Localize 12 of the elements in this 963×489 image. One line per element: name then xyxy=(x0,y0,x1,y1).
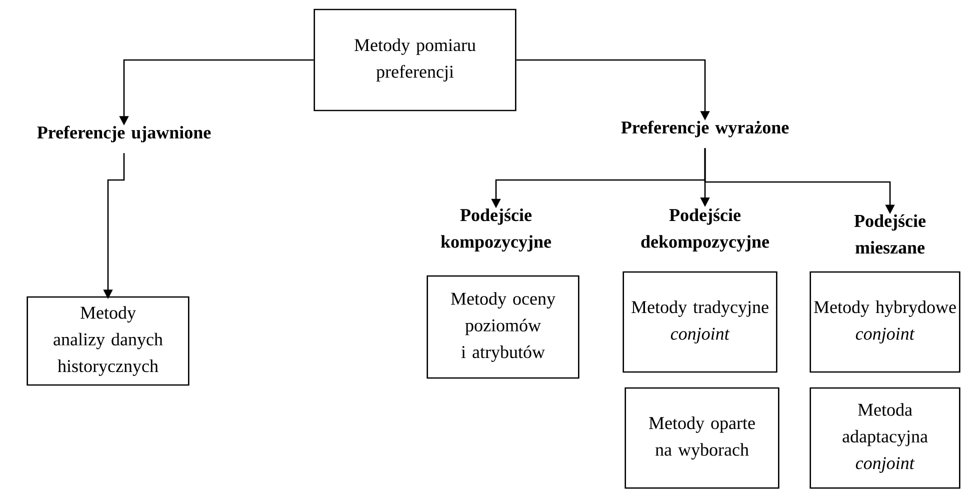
method-box: Metody oparte na wyborach xyxy=(624,387,780,489)
method-box: Metody analizy danych historycznych xyxy=(26,296,190,386)
method-box: Metody tradycyjne conjoint xyxy=(622,271,778,373)
category-heading: Podejście kompozycyjne xyxy=(440,208,552,252)
category-heading: Preferencje wyrażone xyxy=(621,120,789,138)
category-heading: Podejście mieszane xyxy=(854,214,926,254)
category-heading: Podejście dekompozycyjne xyxy=(641,208,770,252)
category-heading: Preferencje ujawnione xyxy=(37,126,211,142)
method-box: Metoda adaptacyjna conjoint xyxy=(810,387,960,489)
method-box: Metody oceny poziomów i atrybutów xyxy=(426,275,580,379)
method-box: Metody pomiaru preferencji xyxy=(314,8,516,112)
method-box: Metody hybrydowe conjoint xyxy=(810,271,960,373)
